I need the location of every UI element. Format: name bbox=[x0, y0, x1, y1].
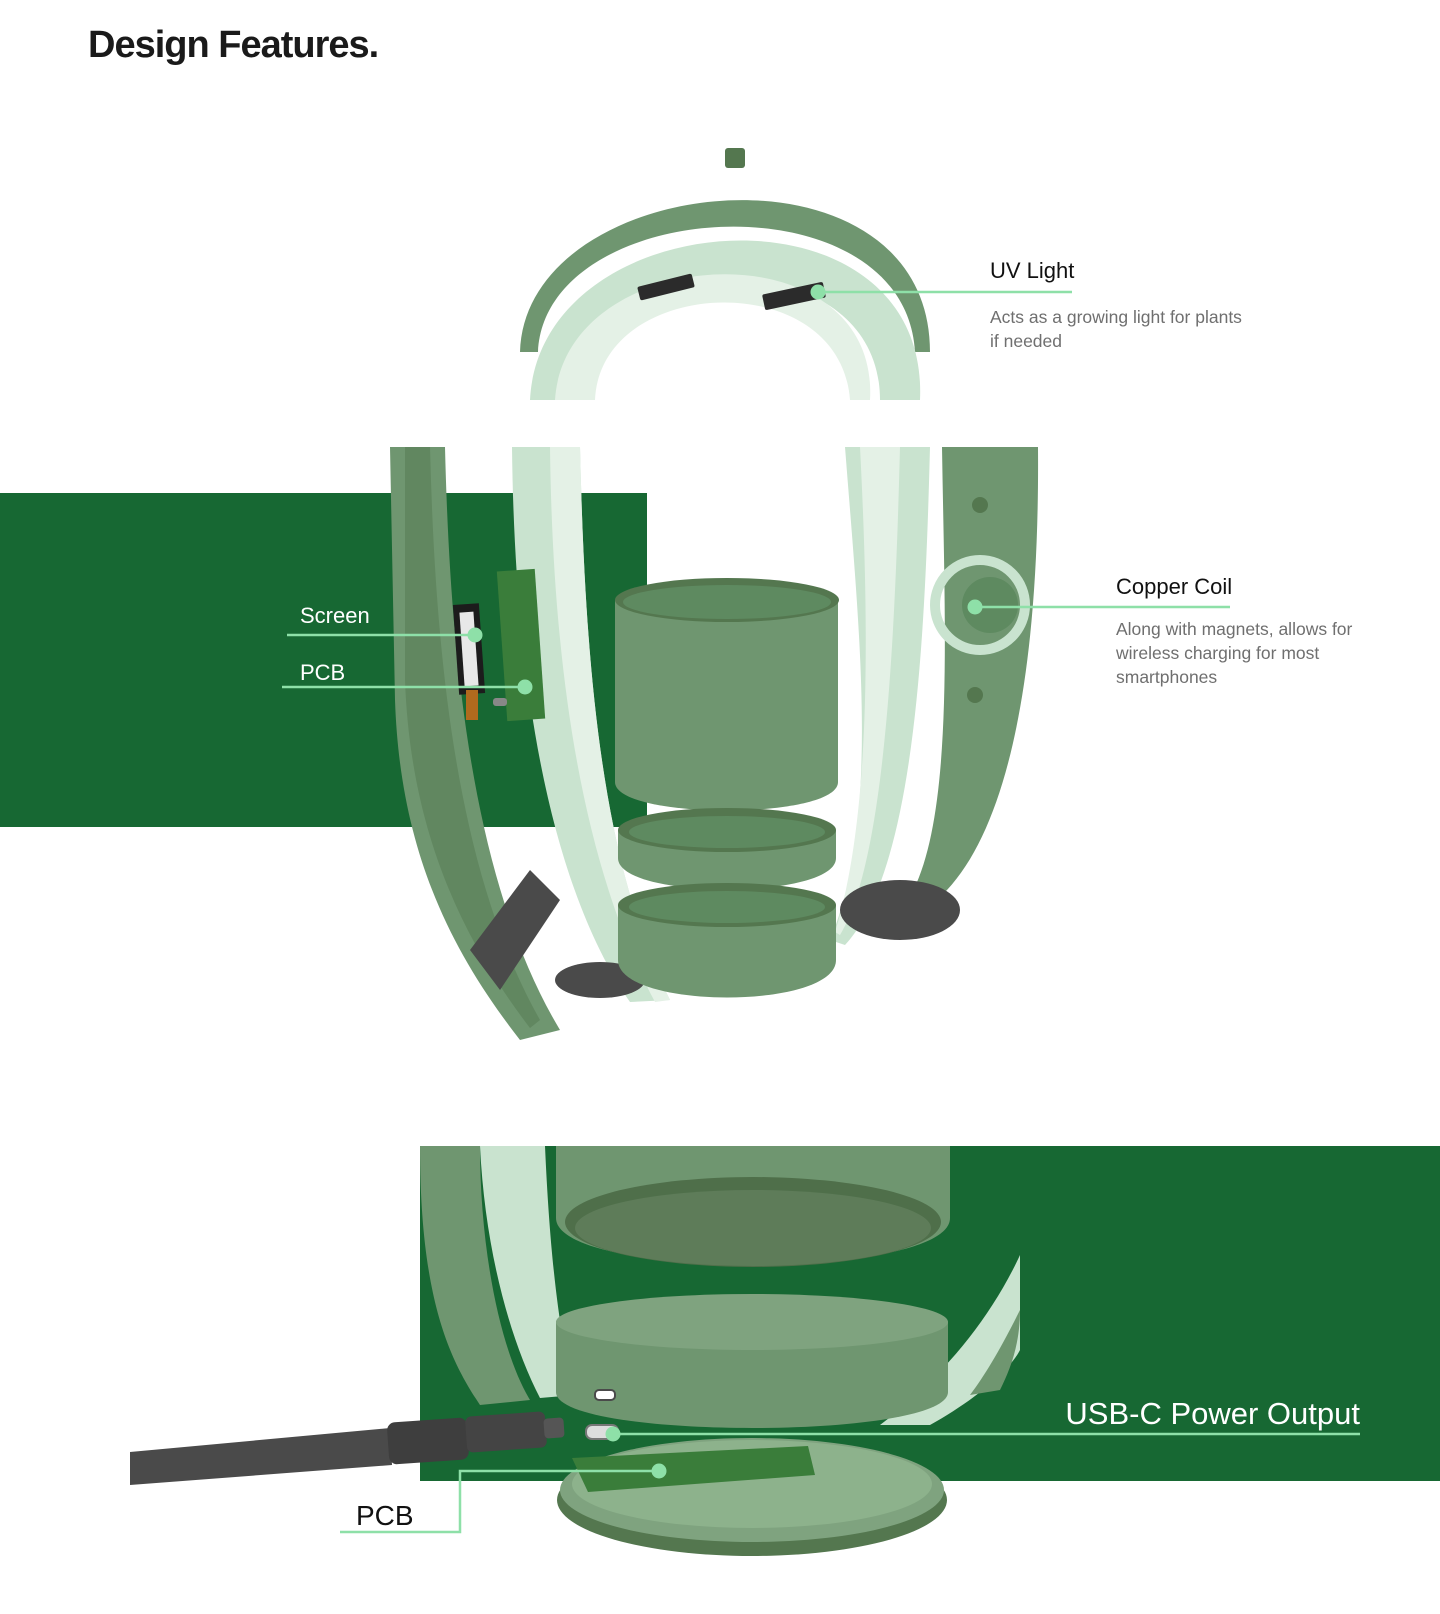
bottom-base-middle bbox=[556, 1294, 948, 1428]
uv-light-description-line-1: Acts as a growing light for plants bbox=[990, 305, 1242, 329]
uv-dome bbox=[520, 148, 930, 400]
pcb-bottom-dot bbox=[652, 1464, 667, 1479]
usb-c-label: USB-C Power Output bbox=[1065, 1396, 1360, 1432]
screen-label: Screen bbox=[300, 603, 370, 629]
planter-pot bbox=[615, 578, 839, 998]
pcb-bottom-label: PCB bbox=[356, 1500, 414, 1532]
screen-dot bbox=[468, 628, 483, 643]
uv-light-dot bbox=[811, 285, 826, 300]
uv-light-description-line-2: if needed bbox=[990, 329, 1062, 353]
usb-c-dot bbox=[606, 1427, 621, 1442]
right-inner-shell bbox=[830, 447, 930, 945]
uv-light-label: UV Light bbox=[990, 258, 1074, 284]
copper-coil-description-line-1: Along with magnets, allows for bbox=[1116, 617, 1352, 641]
pcb-top-dot bbox=[518, 680, 533, 695]
copper-coil-label: Copper Coil bbox=[1116, 574, 1232, 600]
bottom-base-plate bbox=[557, 1438, 947, 1556]
copper-coil-description-line-2: wireless charging for most bbox=[1116, 641, 1319, 665]
bottom-base-upper bbox=[556, 1146, 950, 1267]
pcb-top-label: PCB bbox=[300, 660, 345, 686]
copper-coil-dot bbox=[968, 600, 983, 615]
copper-coil-description-line-3: smartphones bbox=[1116, 665, 1217, 689]
